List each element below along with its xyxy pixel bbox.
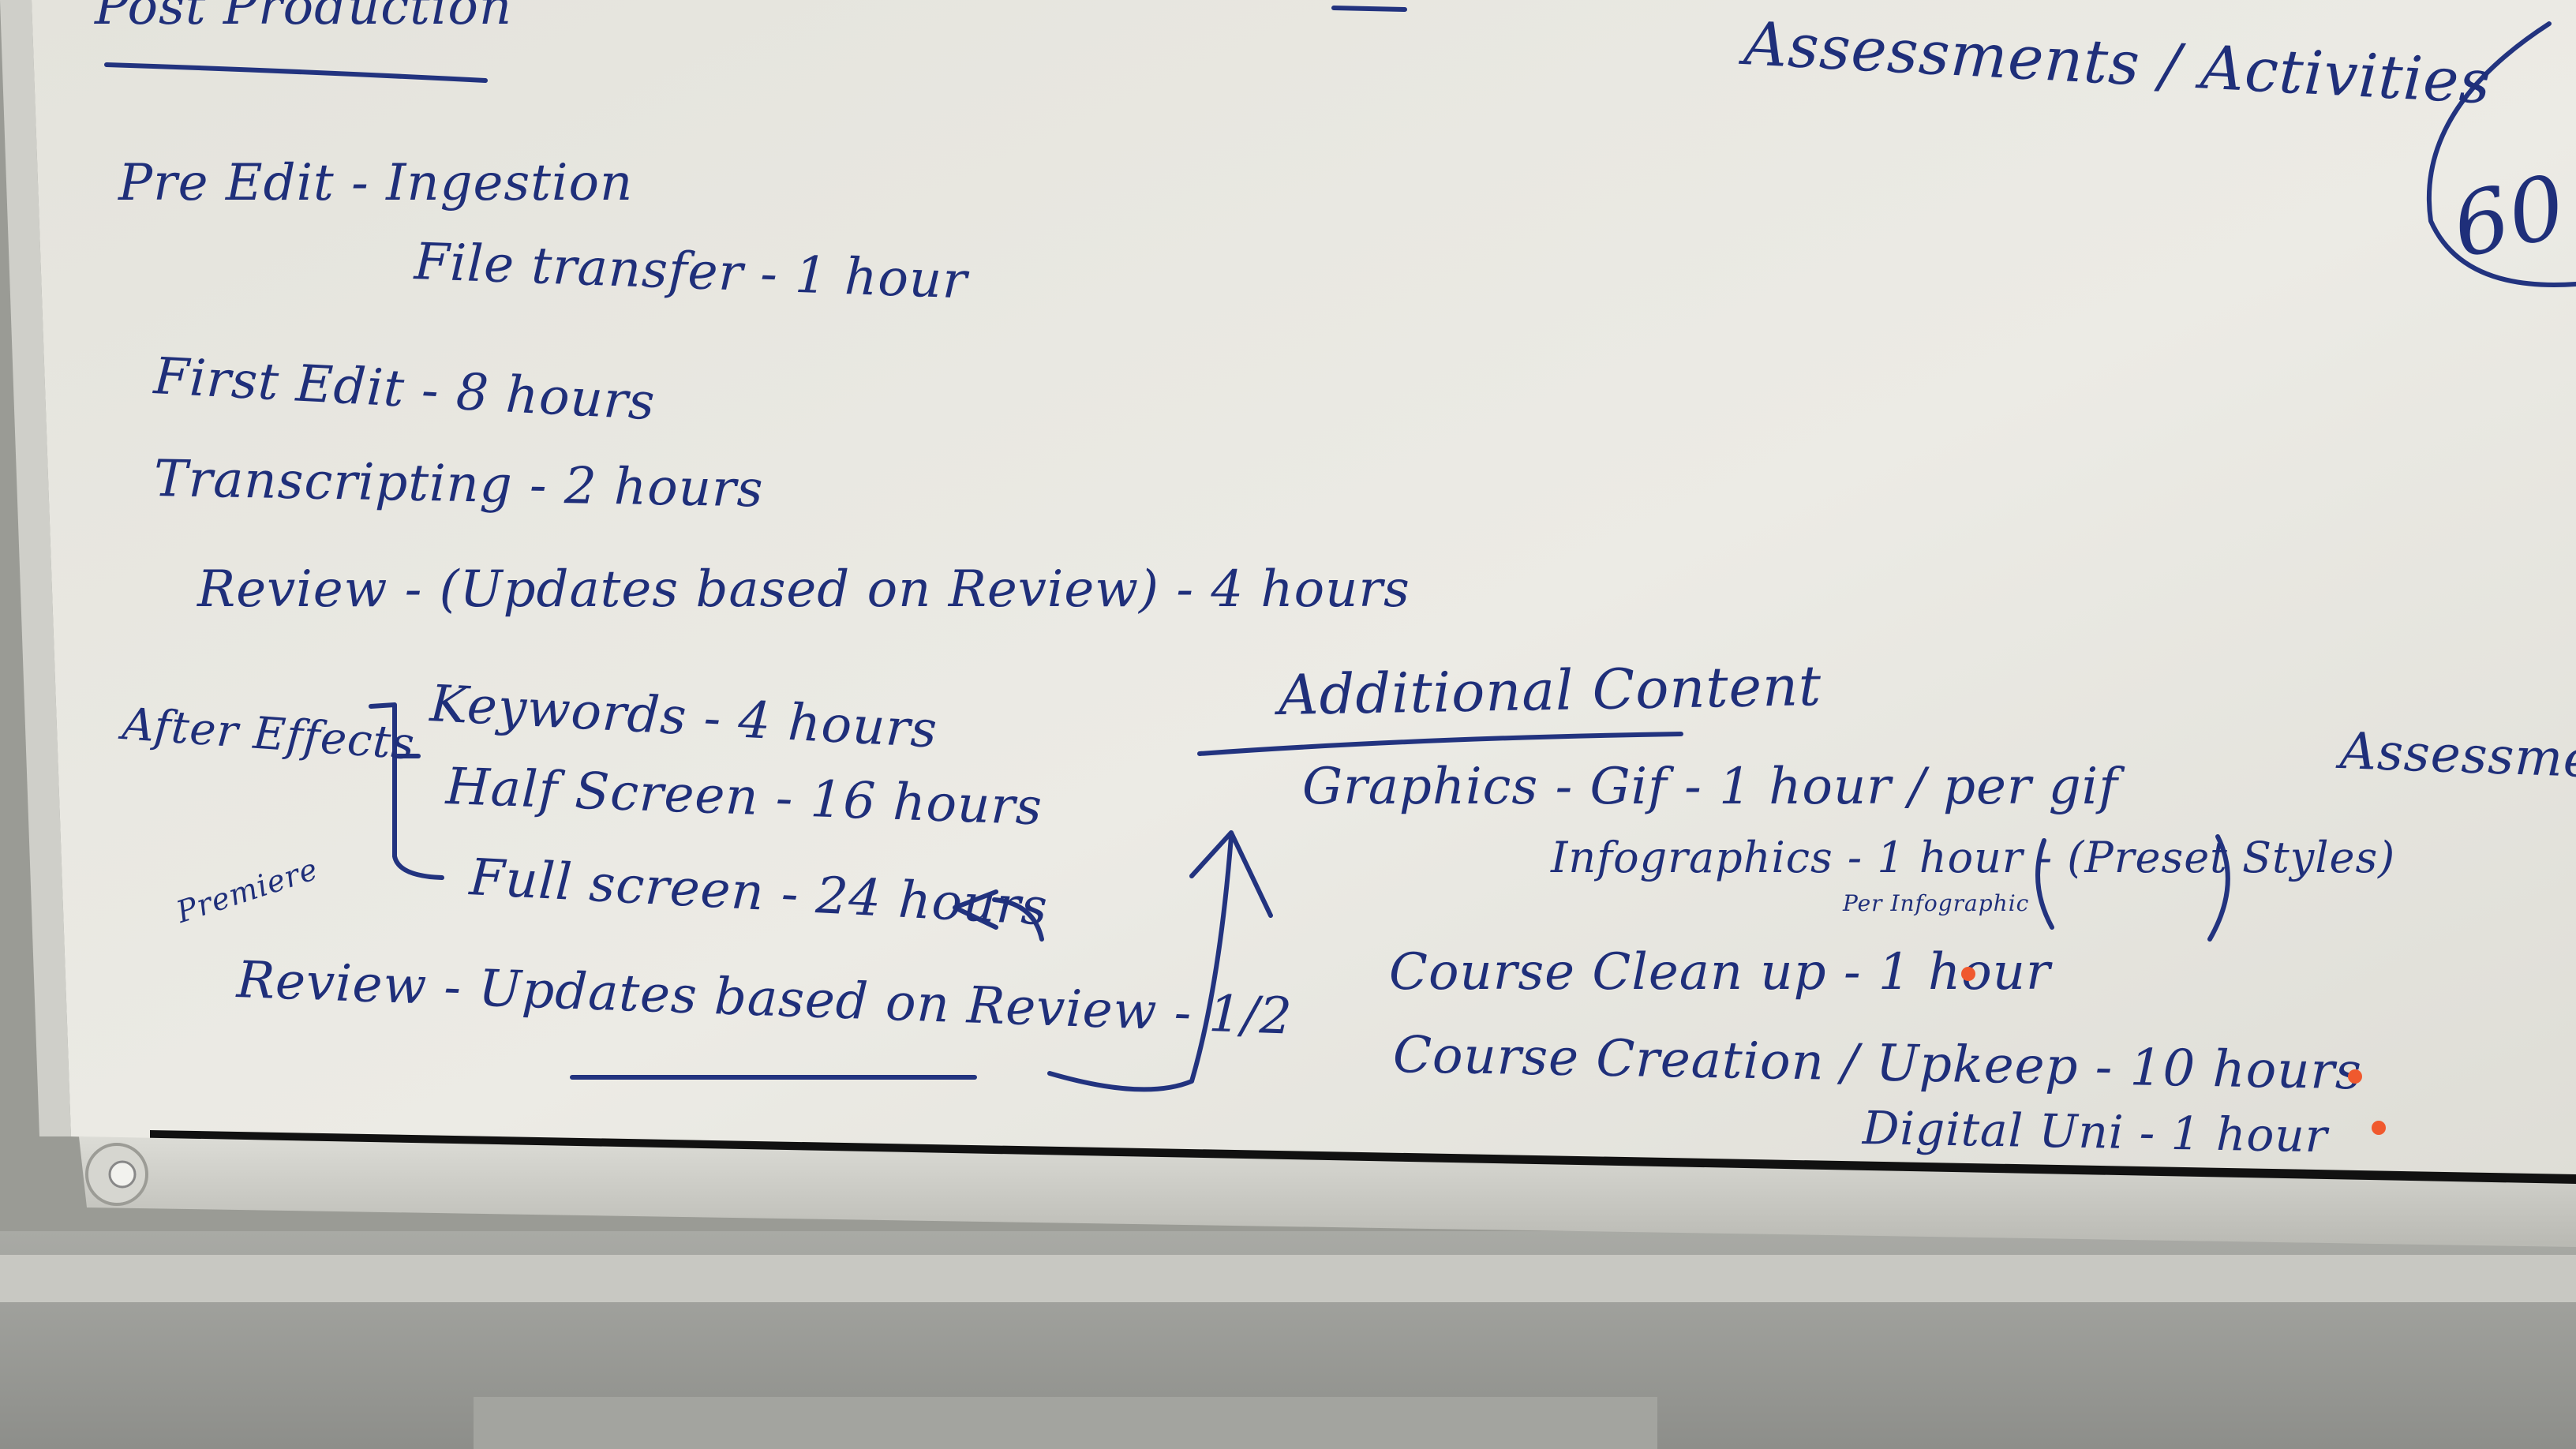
line-additional-content: Additional Content (1278, 653, 1822, 728)
arrow-back (992, 897, 1044, 942)
marker-dot-1 (1961, 967, 1975, 981)
line-per-infographic: Per Infographic (1843, 890, 2030, 916)
marker-dot-3 (2372, 1121, 2386, 1135)
line-digital-uni: Digital Uni - 1 hour (1862, 1101, 2329, 1163)
heading-left: Post Production (95, 0, 513, 36)
circle-arc (2426, 21, 2576, 287)
preset-paren-left (2035, 838, 2054, 930)
upward-arrow (1047, 834, 1234, 1092)
line-graphics: Graphics - Gif - 1 hour / per gif (1302, 758, 2118, 816)
line-review-1: Review - (Updates based on Review) - 4 h… (197, 560, 1410, 619)
ledge (0, 1255, 2576, 1302)
ink-strokes (104, 6, 2576, 1092)
additional-underline (1197, 732, 1683, 756)
heading-underline (104, 62, 488, 83)
line-pre-edit: Pre Edit - Ingestion (118, 154, 634, 212)
heading-mark (1331, 6, 1407, 12)
tray-screw (108, 1160, 137, 1189)
line-transcripting: Transcripting - 2 hours (153, 450, 765, 519)
line-infographics: Infographics - 1 hour - (Preset Styles) (1551, 833, 2396, 882)
upward-arrow-head (1189, 830, 1273, 918)
preset-paren-right (2207, 834, 2230, 942)
marker-tray (79, 1136, 2576, 1247)
line-course-cleanup: Course Clean up - 1 hour (1389, 943, 2051, 1002)
board-surface (32, 0, 2576, 1208)
line-assessments-cut: Assessme (2338, 722, 2576, 790)
after-effects-bracket (369, 702, 444, 880)
marker-dot-2 (2348, 1069, 2362, 1084)
arrow-back-head (953, 889, 998, 930)
board-left-frame (0, 0, 71, 1136)
vent-dots (474, 1397, 1657, 1449)
